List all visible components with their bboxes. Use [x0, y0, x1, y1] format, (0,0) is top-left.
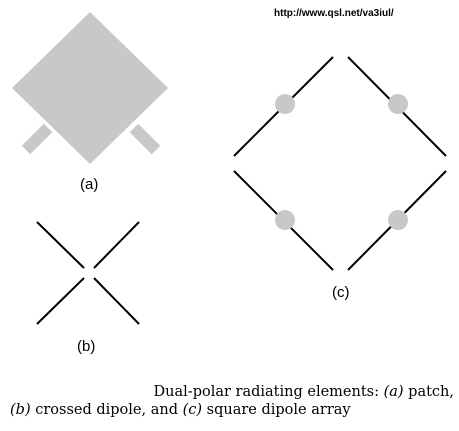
caption-line-1: Dual-polar radiating elements: (a) patch… [10, 383, 454, 401]
figure-caption: Dual-polar radiating elements: (a) patch… [10, 383, 454, 419]
patch-feed-left [21, 123, 53, 155]
patch-feed-right [129, 123, 161, 155]
patch-element [12, 12, 168, 164]
caption-square-array: square dipole array [202, 402, 351, 418]
dipole-arm-bottom-left [36, 277, 85, 325]
feed-point-bottom-left [275, 210, 295, 230]
caption-tag-b: (b) [10, 402, 31, 418]
caption-line-2: (b) crossed dipole, and (c) square dipol… [10, 401, 454, 419]
caption-patch: patch, [403, 384, 454, 400]
caption-crossed-dipole: crossed dipole, and [30, 402, 183, 418]
square-dipole-array [233, 56, 447, 271]
dipole-arm-top-right [93, 221, 140, 269]
label-b: (b) [77, 338, 96, 355]
dipole-arm-top-left [36, 221, 85, 269]
feed-point-top-right [388, 94, 408, 114]
feed-point-bottom-right [388, 210, 408, 230]
crossed-dipole [36, 221, 140, 325]
caption-tag-c: (c) [182, 402, 203, 418]
label-a: (a) [80, 176, 99, 193]
patch-square [12, 12, 168, 164]
feed-point-top-left [275, 94, 295, 114]
caption-prefix: Dual-polar radiating elements: [153, 384, 384, 400]
caption-tag-a: (a) [383, 384, 404, 400]
source-url: http://www.qsl.net/va3iul/ [274, 8, 394, 19]
label-c: (c) [332, 284, 350, 301]
dipole-arm-bottom-right [93, 277, 140, 325]
